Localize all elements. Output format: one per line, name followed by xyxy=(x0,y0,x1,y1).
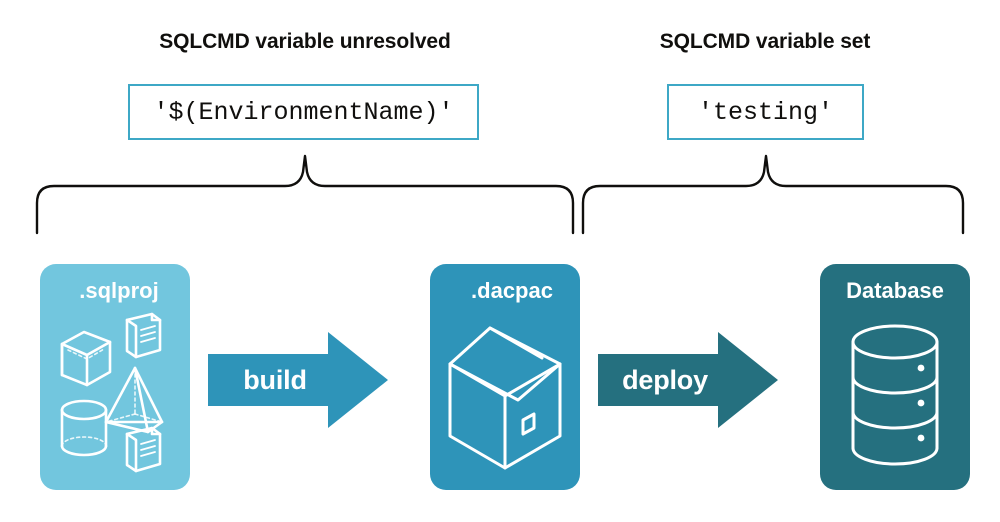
arrow-deploy-path xyxy=(598,332,778,428)
stage-database: Database xyxy=(820,264,970,490)
scroll-icon xyxy=(125,426,162,473)
stage-label-database: Database xyxy=(846,278,944,303)
arrow-deploy: deploy xyxy=(598,332,778,428)
section-heading-unresolved: SQLCMD variable unresolved xyxy=(159,30,451,53)
arrow-build-path xyxy=(208,332,388,428)
brace-right-icon xyxy=(581,154,965,235)
arrow-deploy-shape xyxy=(598,332,778,428)
sqlproj-artwork xyxy=(60,312,164,473)
pyramid-icon xyxy=(104,366,164,434)
stage-label-dacpac: .dacpac xyxy=(471,278,553,303)
scroll-icon xyxy=(125,312,162,359)
arrow-build-shape xyxy=(208,332,388,428)
stage-dacpac: .dacpac xyxy=(430,264,580,490)
database-cylinder-icon xyxy=(851,324,939,466)
database-status-dots xyxy=(917,364,925,442)
brace-left-icon xyxy=(35,154,575,235)
database-artwork xyxy=(851,324,939,466)
cube-icon xyxy=(60,330,112,387)
value-box-unresolved: '$(EnvironmentName)' xyxy=(128,84,479,140)
value-box-set: 'testing' xyxy=(667,84,864,140)
section-heading-set: SQLCMD variable set xyxy=(659,30,871,53)
arrow-build: build xyxy=(208,332,388,428)
arrow-deploy-label: deploy xyxy=(622,364,708,395)
stage-sqlproj: .sqlproj xyxy=(40,264,190,490)
dacpac-artwork xyxy=(448,326,562,470)
stage-label-sqlproj: .sqlproj xyxy=(79,278,159,303)
cylinder-icon xyxy=(60,399,108,457)
package-box-icon xyxy=(448,326,562,470)
arrow-build-label: build xyxy=(243,364,307,395)
